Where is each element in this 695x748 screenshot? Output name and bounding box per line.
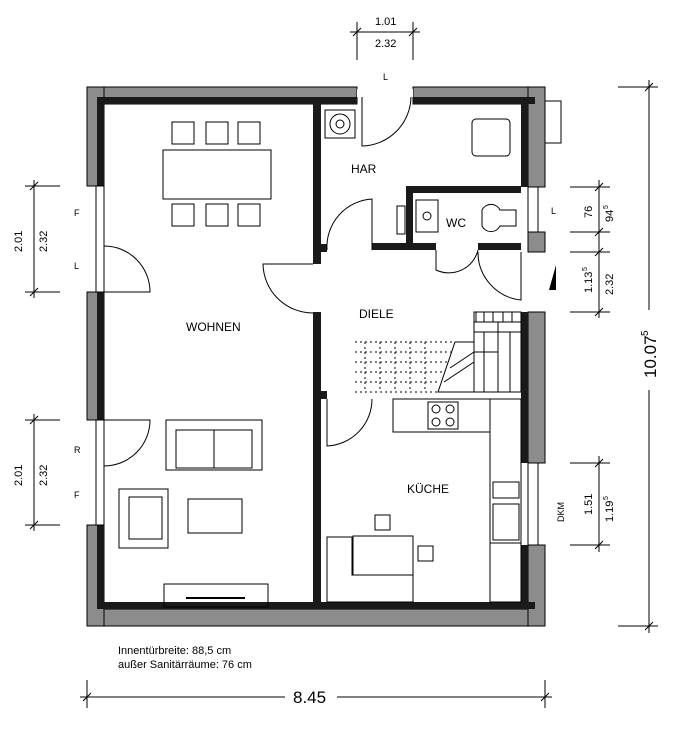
boiler <box>324 109 356 139</box>
room-har: HAR <box>351 162 377 176</box>
coffee-table <box>187 498 243 534</box>
dim-lines <box>25 22 658 708</box>
sofa <box>165 419 263 471</box>
dim-left2-outer: 2.01 <box>13 465 25 486</box>
wc-fixtures <box>396 199 517 235</box>
dim-total-height-main: 10.07 <box>641 335 660 378</box>
dim-right-kitchen-b: 1.19 5 <box>603 496 616 522</box>
dim-right-kitchen-b-sup: 5 <box>603 496 610 500</box>
doors <box>103 96 556 467</box>
dim-right-mid-b: 2.32 <box>604 274 616 295</box>
dim-right-wc-b-sup: 5 <box>603 205 610 209</box>
mark-right-l: L <box>551 206 556 216</box>
mark-dkm: DKM <box>556 502 566 522</box>
dining-table <box>162 121 272 227</box>
dim-right-kitchen-b-main: 1.19 <box>604 501 616 522</box>
dim-left2-inner: 2.32 <box>38 465 50 486</box>
tv-unit <box>163 583 269 608</box>
mark-left2-r: R <box>74 445 81 455</box>
room-wohnen: WOHNEN <box>186 320 241 334</box>
dim-right-wc-a: 76 <box>583 206 595 218</box>
dim-top-lower: 2.32 <box>375 38 396 50</box>
dim-total-height-sup: 5 <box>640 330 651 336</box>
dim-total-height: 10.07 5 <box>640 330 660 378</box>
kitchen-counter <box>392 398 522 603</box>
openings <box>95 89 539 546</box>
room-diele: DIELE <box>359 307 394 321</box>
dim-right-wc-b: 94 5 <box>603 205 616 222</box>
door-width-note: Innentürbreite: 88,5 cm außer Sanitärräu… <box>118 644 252 672</box>
kitchen-table <box>326 514 434 603</box>
dim-total-width: 8.45 <box>293 688 326 707</box>
room-wc: WC <box>446 216 466 230</box>
interior-walls <box>313 104 521 609</box>
dim-top-upper: 1.01 <box>375 16 396 28</box>
dim-right-wc-b-main: 94 <box>604 210 616 222</box>
wardrobe <box>471 118 511 157</box>
dim-right-mid-a-sup: 5 <box>582 267 589 271</box>
dim-left1-inner: 2.32 <box>38 231 50 252</box>
mark-left2-f: F <box>74 490 80 500</box>
mark-left1-l: L <box>74 261 79 271</box>
dim-left1-outer: 2.01 <box>13 231 25 252</box>
dim-right-mid-a-main: 1.13 <box>583 272 595 293</box>
dim-right-mid-a: 1.13 5 <box>582 267 595 293</box>
mark-left1-f: F <box>74 208 80 218</box>
room-kueche: KÜCHE <box>407 482 449 496</box>
note-line-2: außer Sanitärräume: 76 cm <box>118 659 252 671</box>
armchair <box>118 488 169 549</box>
stand-box <box>544 100 562 144</box>
staircase <box>355 311 522 393</box>
note-line-1: Innentürbreite: 88,5 cm <box>118 645 232 657</box>
mark-top-l: L <box>383 72 388 82</box>
dim-right-kitchen-a: 1.51 <box>583 494 595 515</box>
